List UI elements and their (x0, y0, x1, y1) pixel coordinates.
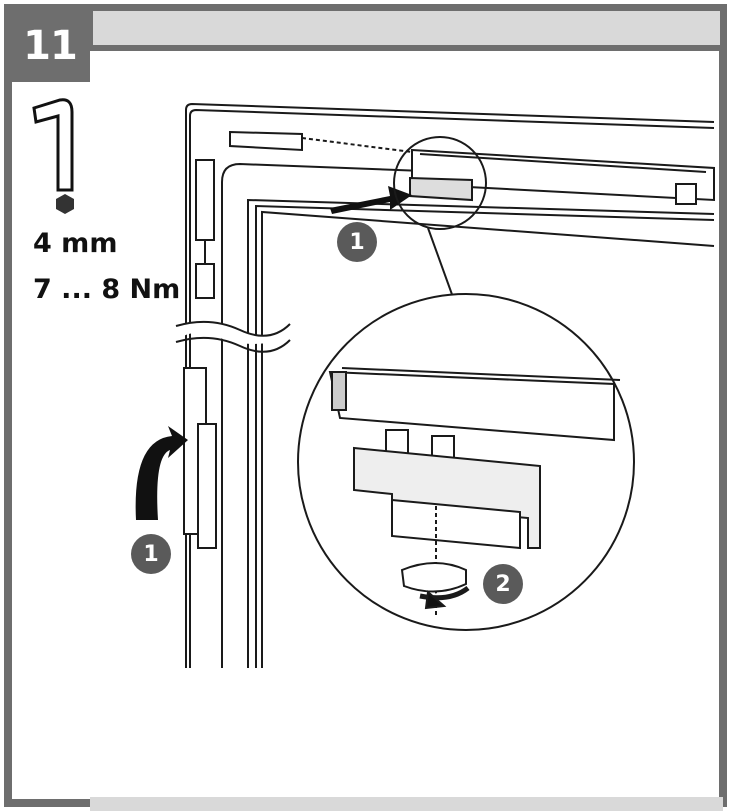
arrow-right (330, 186, 412, 214)
callout-1-side: 1 (131, 534, 171, 574)
callout-1-top: 1 (337, 222, 377, 262)
hex-key-icon (32, 98, 74, 214)
window-frame (185, 102, 715, 668)
vertical-stay-arm (183, 159, 217, 549)
hex-key-size: 4 mm (33, 228, 118, 259)
torque-spec: 7 ... 8 Nm (33, 274, 181, 305)
curved-arrow-up (135, 426, 188, 520)
header-band (87, 5, 726, 51)
callout-2: 2 (483, 564, 523, 604)
step-number: 11 (10, 10, 90, 82)
break-mark (175, 320, 291, 353)
footer-band (90, 797, 723, 811)
top-stay-arm (229, 130, 715, 205)
zoom-detail (328, 367, 621, 618)
